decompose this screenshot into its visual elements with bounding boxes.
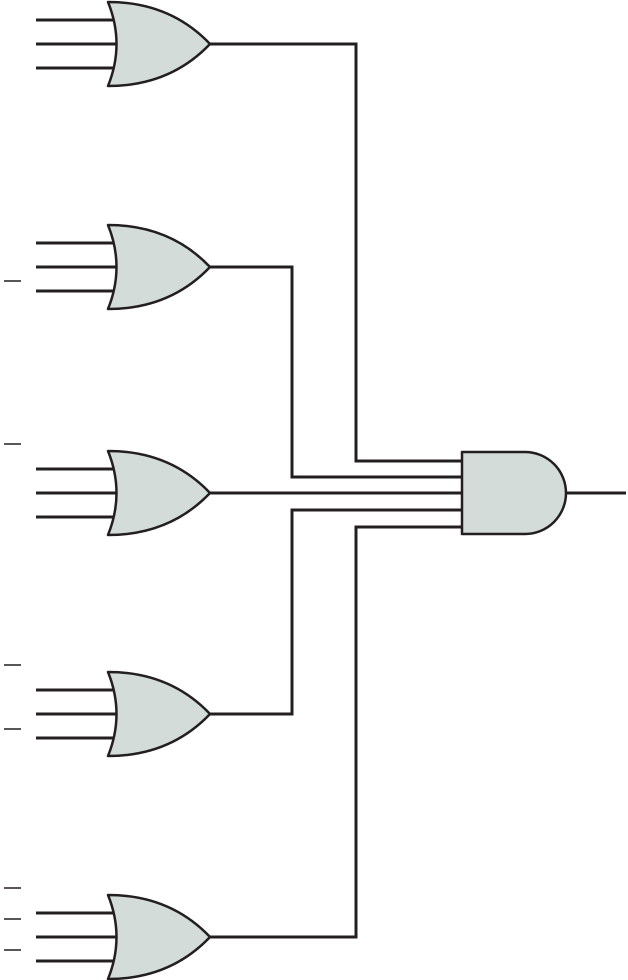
or-gate-1 [36, 0, 212, 88]
or-gate-4-body [106, 670, 212, 758]
or-gate-4 [4, 664, 212, 758]
and-gate [460, 450, 626, 536]
wire-or-5-to-and [210, 525, 462, 939]
or-gate-2-body [106, 223, 212, 311]
or-gate-5 [4, 887, 212, 980]
wire-or-2-to-and [210, 265, 462, 479]
wire-or-4-to-and [210, 508, 462, 716]
or-gate-3 [4, 443, 212, 537]
or-gate-2 [4, 223, 212, 311]
or-gate-3-body [106, 449, 212, 537]
or-gate-5-body [106, 893, 212, 980]
wire-or-1-to-and [210, 42, 462, 463]
or-gate-1-body [106, 0, 212, 88]
and-gate-body [460, 450, 568, 536]
